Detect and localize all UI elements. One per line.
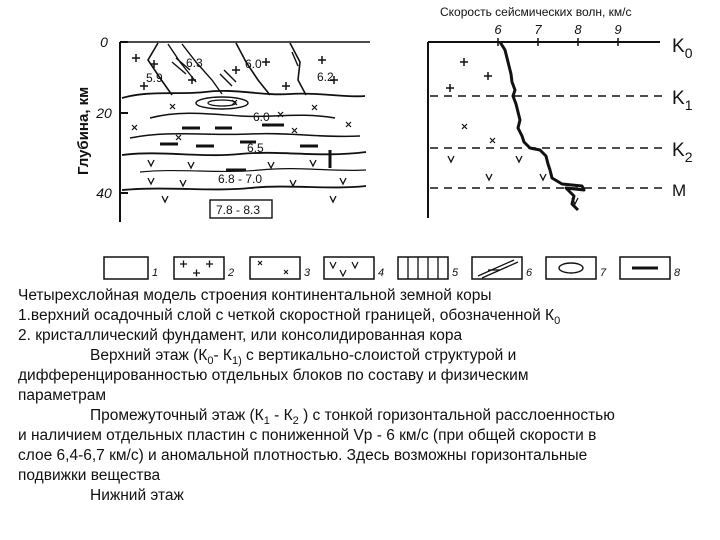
velocity-tick-label: 6 xyxy=(494,22,502,37)
caption-lower-floor: Нижний этаж xyxy=(90,487,184,504)
legend-lens-glyph xyxy=(558,262,584,274)
lens-body xyxy=(207,99,237,107)
block-boundary xyxy=(181,43,223,95)
legend-number: 1 xyxy=(152,267,158,279)
legend: 1 2 3 4 5 xyxy=(103,256,681,280)
depth-axis-title: Глубина, км xyxy=(75,87,92,175)
velocity-label: 6.5 xyxy=(247,141,264,155)
legend-x-glyphs xyxy=(257,260,289,275)
legend-box-dash xyxy=(619,256,671,280)
moho-boundary xyxy=(121,185,367,191)
profile-v-symbols xyxy=(447,155,579,206)
legend-box-lens xyxy=(545,256,597,280)
mantle-label-box xyxy=(209,199,273,219)
caption-item-2: 2. кристаллический фундамент, или консол… xyxy=(18,327,463,344)
boundary-label-k1: K1 xyxy=(672,88,693,113)
caption-upper-floor: Верхний этаж (К0- К1) с вертикально-слои… xyxy=(90,347,517,368)
velocity-label: 6.0 xyxy=(253,110,270,124)
velocity-label: 6.2 xyxy=(317,70,334,84)
velocity-tick-label: 9 xyxy=(614,22,621,37)
k2-boundary xyxy=(121,151,367,157)
legend-box-blank xyxy=(103,256,149,280)
caption-upper-line-2: дифференцированностью отдельных блоков п… xyxy=(18,367,529,384)
crust-model-figure: Глубина, км 0 20 40 xyxy=(75,5,693,280)
legend-number: 2 xyxy=(227,267,234,279)
legend-number: 3 xyxy=(304,267,311,279)
crust-section-panel: Глубина, км 0 20 40 xyxy=(75,34,370,222)
boundary-label-k2: K2 xyxy=(672,140,693,165)
caption-upper-line-3: параметрам xyxy=(18,387,107,404)
caption-item-1: 1.верхний осадочный слой с четкой скорос… xyxy=(18,307,561,328)
legend-box-vertical-layers xyxy=(397,256,449,280)
velocity-ticks xyxy=(497,38,619,46)
velocity-tick-label: 8 xyxy=(574,22,582,37)
velocity-profile-panel: Скорость сейсмических волн, км/с 6 7 8 9 xyxy=(427,5,693,218)
boundary-label-moho: M xyxy=(672,181,686,200)
v-symbols xyxy=(147,159,347,204)
layer-boundary xyxy=(139,167,367,173)
block-boundary xyxy=(289,42,307,96)
legend-v-glyphs xyxy=(329,261,359,278)
legend-cross-glyphs xyxy=(180,260,213,277)
velocity-label: 5.9 xyxy=(146,71,163,85)
thick-dash-marks xyxy=(160,123,332,172)
velocity-label: 7.8 - 8.3 xyxy=(216,203,260,217)
caption-middle-line-3: слое 6,4-6,7 км/с) и аномальной плотност… xyxy=(18,447,588,464)
legend-box-x xyxy=(249,256,301,280)
caption-middle-floor: Промежуточный этаж (К1 - К2 ) с тонкой г… xyxy=(90,407,615,428)
legend-number: 5 xyxy=(452,267,459,279)
legend-number: 7 xyxy=(600,267,607,279)
velocity-curve xyxy=(498,41,586,212)
velocity-label: 6.0 xyxy=(245,57,262,71)
boundary-lines xyxy=(430,95,664,189)
lens-body xyxy=(195,96,249,110)
velocity-tick-label: 7 xyxy=(534,22,542,37)
legend-box-v xyxy=(323,256,375,280)
x-symbols xyxy=(131,99,352,141)
velocity-panel-title: Скорость сейсмических волн, км/с xyxy=(440,5,631,19)
shear-arrow-symbols xyxy=(171,51,299,87)
legend-number: 8 xyxy=(674,267,681,279)
legend-number: 4 xyxy=(378,267,384,279)
caption-text: Четырехслойная модель строения континент… xyxy=(18,286,718,506)
legend-box-shear xyxy=(471,256,523,280)
velocity-label: 6.8 - 7.0 xyxy=(218,172,262,186)
profile-x-symbols xyxy=(461,123,496,144)
caption-middle-line-4: подвижки вещества xyxy=(18,467,161,484)
boundary-label-k0: K0 xyxy=(672,36,693,61)
legend-vertical-glyphs xyxy=(407,257,439,279)
legend-shear-glyphs xyxy=(477,259,519,279)
k1-boundary xyxy=(121,89,366,99)
block-boundary xyxy=(235,42,271,96)
legend-number: 6 xyxy=(526,267,533,279)
layer-boundary xyxy=(149,112,336,119)
profile-cross-symbols xyxy=(446,58,492,92)
depth-tick-label: 20 xyxy=(95,105,112,121)
depth-tick-label: 0 xyxy=(100,34,108,50)
legend-box-crosses xyxy=(173,256,225,280)
velocity-label: 6.3 xyxy=(186,56,203,70)
caption-middle-line-2: и наличием отдельных пластин с пониженно… xyxy=(18,427,597,444)
caption-title: Четырехслойная модель строения континент… xyxy=(18,287,492,304)
layer-boundary xyxy=(129,132,361,139)
cross-symbols xyxy=(132,54,338,90)
block-boundary xyxy=(147,42,173,96)
depth-tick-label: 40 xyxy=(96,185,112,201)
